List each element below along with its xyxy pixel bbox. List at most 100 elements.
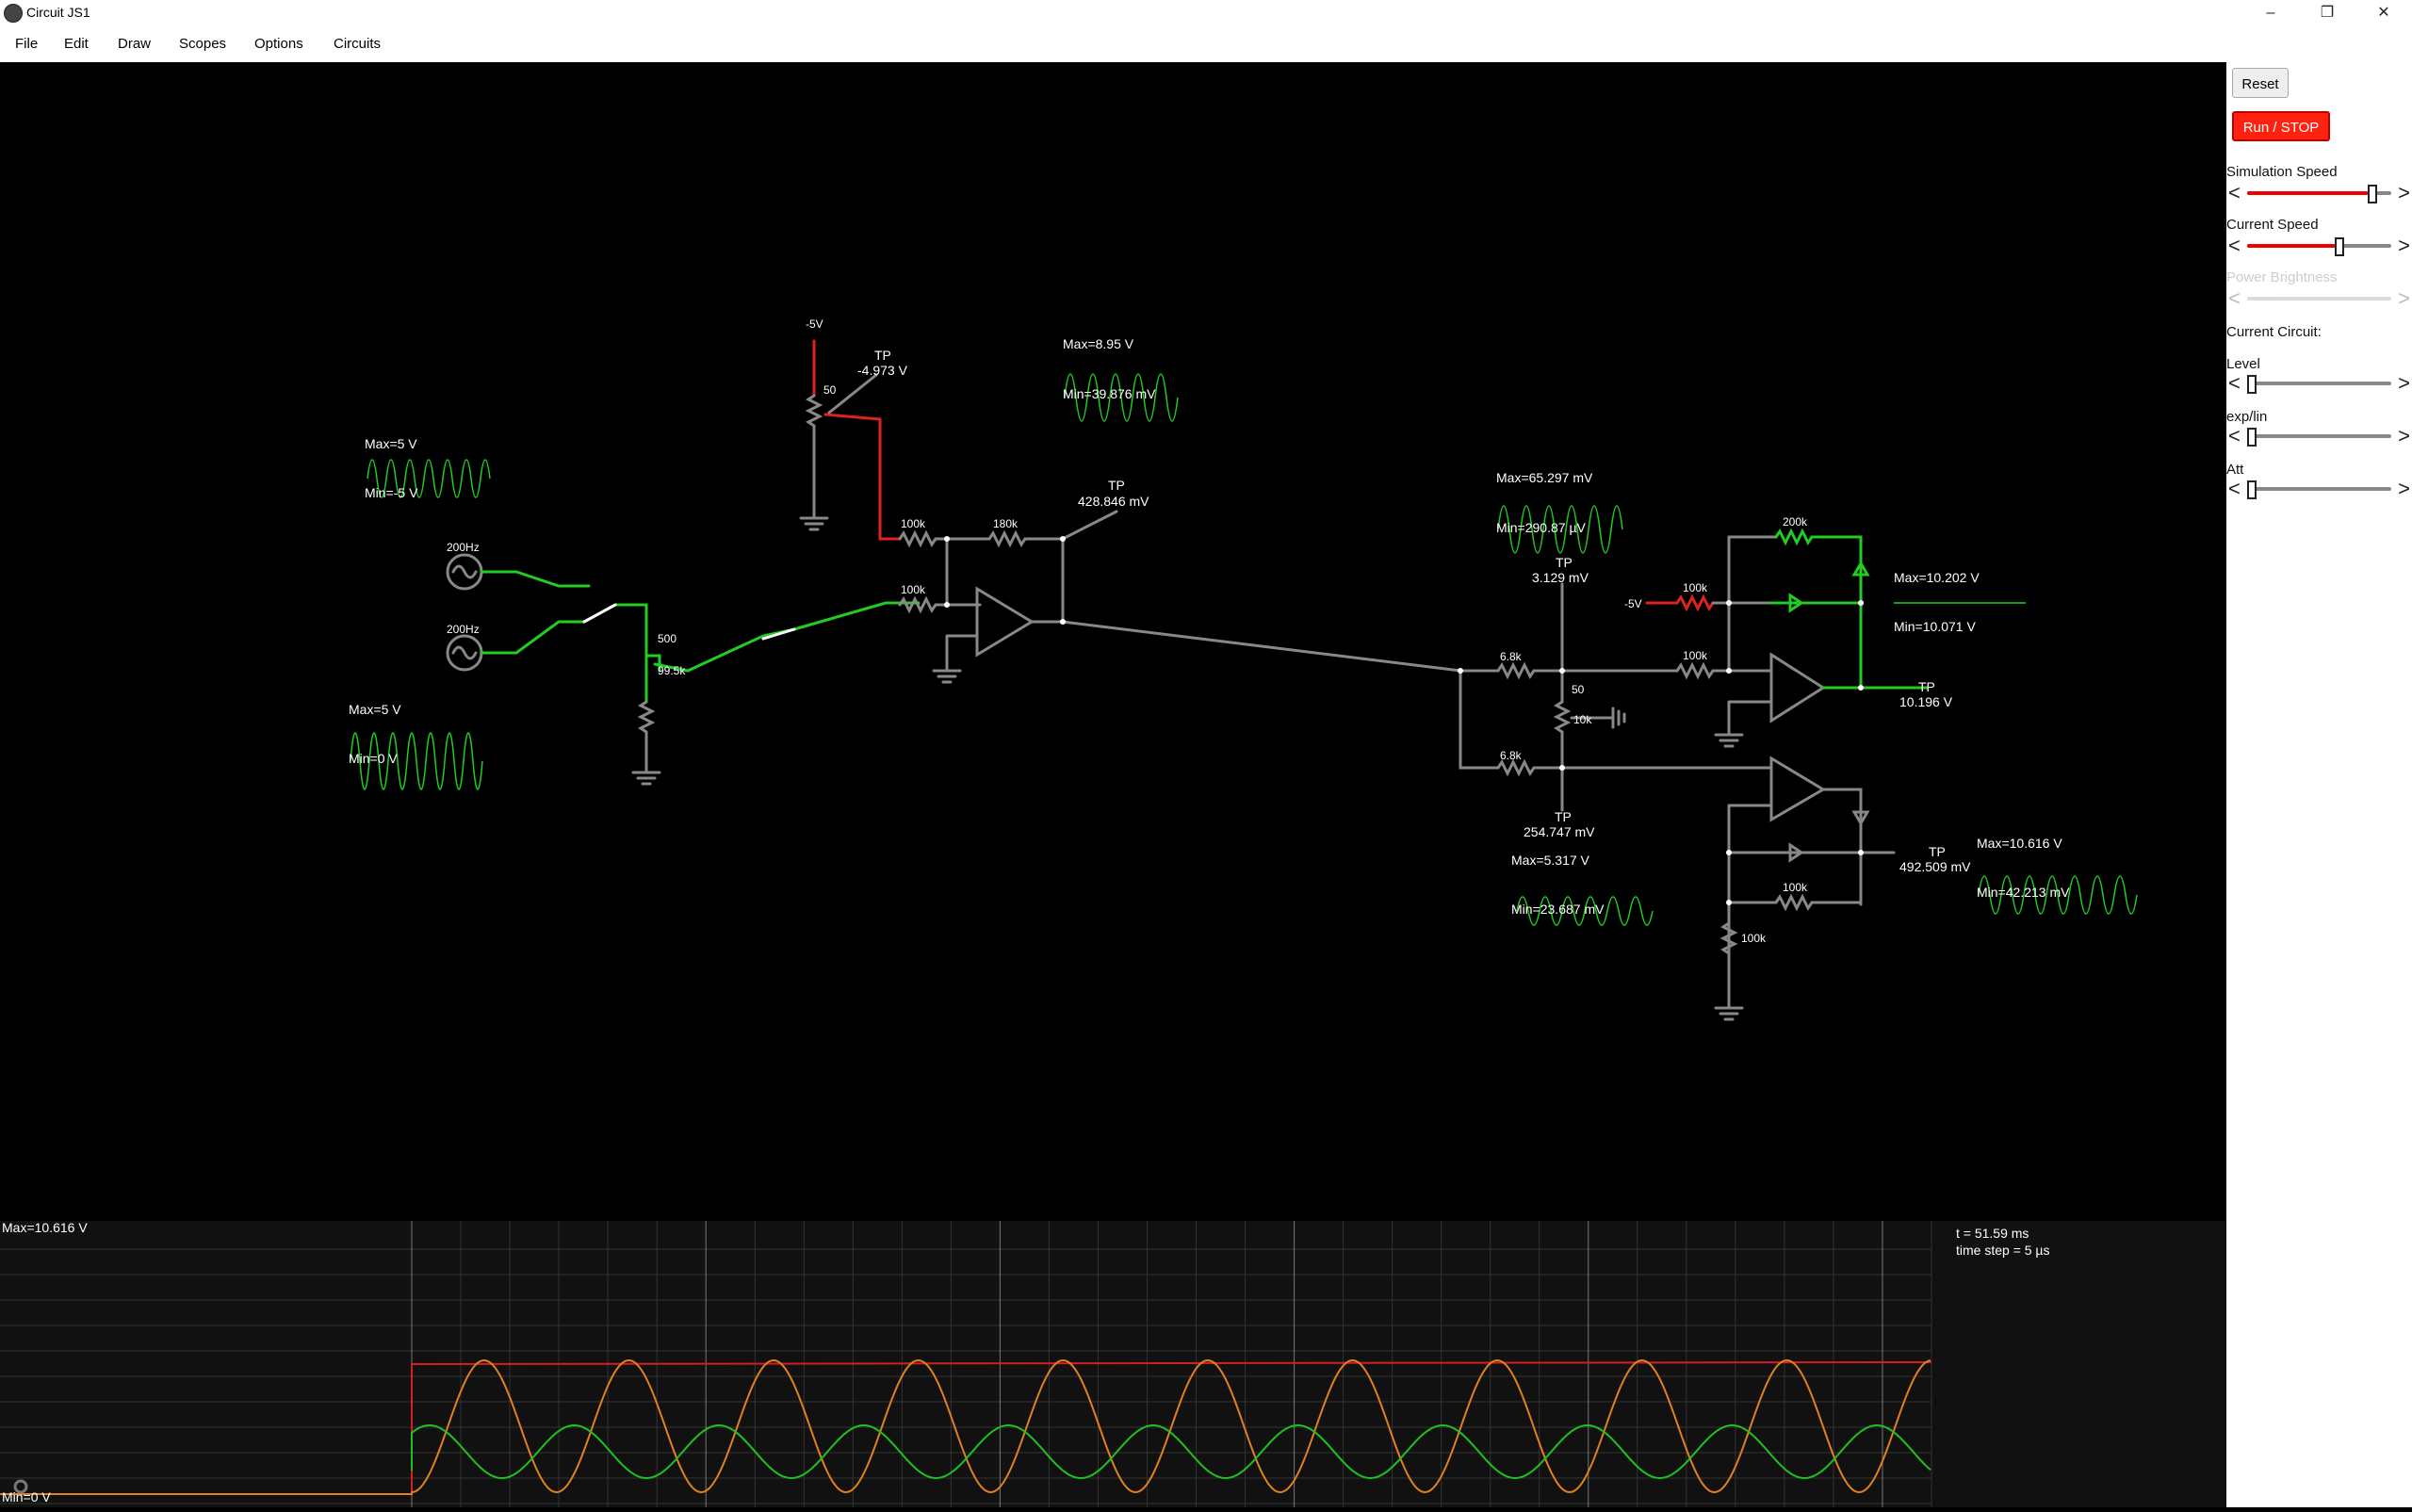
tp1-name: TP xyxy=(874,348,891,363)
resistor-100k-c[interactable] xyxy=(1675,593,1715,612)
diode-2[interactable] xyxy=(1851,561,1870,577)
diode-4[interactable] xyxy=(1788,842,1804,863)
circuit-canvas[interactable]: Max=5 V Min=-5 V Max=5 V Min=0 V 200Hz 2… xyxy=(0,62,2226,1221)
resistor-100k-d[interactable] xyxy=(1675,661,1715,680)
ground-icon xyxy=(932,669,962,684)
tp2-name: TP xyxy=(1108,478,1125,493)
run-stop-button[interactable]: Run / STOP xyxy=(2232,111,2330,141)
switch[interactable] xyxy=(582,603,617,624)
chevron-right-icon[interactable]: > xyxy=(2398,181,2410,204)
chevron-left-icon[interactable]: < xyxy=(2228,234,2241,257)
chevron-right-icon[interactable]: > xyxy=(2398,424,2410,447)
pot1-label: 500 xyxy=(658,632,676,645)
scope-plot[interactable]: Max=10.616 V Min=0 V t = 51.59 ms time s… xyxy=(0,1220,2226,1507)
scope4-max: Max=65.297 mV xyxy=(1496,470,1593,485)
tp3-name: TP xyxy=(1556,555,1573,570)
resistor-100k-e[interactable] xyxy=(1774,893,1814,912)
tp5-name: TP xyxy=(1555,809,1572,824)
r100k-c-label: 100k xyxy=(1683,581,1708,594)
scope-waveform-7 xyxy=(1978,875,2138,915)
menu-scopes[interactable]: Scopes xyxy=(179,36,227,52)
wire-pot1-out xyxy=(653,601,921,673)
resistor-6k8-b[interactable] xyxy=(1496,758,1536,777)
resistor-100k-f[interactable] xyxy=(1719,921,1738,955)
scope7-min: Min=42.213 mV xyxy=(1977,885,2070,900)
scope-waveform-4 xyxy=(1497,505,1623,554)
r100k-a-label: 100k xyxy=(901,517,926,530)
tp5-value: 254.747 mV xyxy=(1524,824,1595,839)
potentiometer-2[interactable] xyxy=(805,394,823,428)
scope-time: t = 51.59 ms xyxy=(1956,1226,2029,1241)
close-button[interactable]: ✕ xyxy=(2377,5,2390,21)
r6k8-b-label: 6.8k xyxy=(1500,749,1523,762)
tp6-name: TP xyxy=(1929,844,1946,859)
current-circuit-label: Current Circuit: xyxy=(2226,324,2322,340)
chevron-right-icon[interactable]: > xyxy=(2398,371,2410,395)
scope6-max: Max=5.317 V xyxy=(1511,853,1590,868)
opamp-1[interactable] xyxy=(975,586,1035,658)
gear-icon[interactable] xyxy=(13,1479,28,1494)
chevron-left-icon[interactable]: < xyxy=(2228,477,2241,500)
current-speed-label: Current Speed xyxy=(2226,217,2319,233)
scope2-min: Min=0 V xyxy=(349,751,398,766)
opamp-2[interactable] xyxy=(1769,652,1826,723)
r100k-b-label: 100k xyxy=(901,583,926,596)
att-label: Att xyxy=(2226,462,2244,478)
resistor-180k[interactable] xyxy=(987,529,1027,548)
reset-button[interactable]: Reset xyxy=(2232,68,2289,98)
r180k-label: 180k xyxy=(993,517,1019,530)
att-slider[interactable]: < > xyxy=(2226,477,2412,500)
scope-panel[interactable]: Max=10.616 V Min=0 V t = 51.59 ms time s… xyxy=(0,1220,2226,1507)
menu-options[interactable]: Options xyxy=(254,36,303,52)
chevron-left-icon[interactable]: < xyxy=(2228,181,2241,204)
scope2-max: Max=5 V xyxy=(349,702,401,717)
side-panel: Reset Run / STOP Simulation Speed < > Cu… xyxy=(2226,62,2412,1507)
resistor-100k-b[interactable] xyxy=(898,595,937,614)
menu-bar: File Edit Draw Scopes Options Circuits xyxy=(0,26,2412,63)
diode-1[interactable] xyxy=(1788,593,1804,613)
wire-junctions xyxy=(944,536,1864,905)
current-speed-slider[interactable]: < > xyxy=(2226,234,2412,257)
scope4-min: Min=290.87 µV xyxy=(1496,520,1587,535)
menu-edit[interactable]: Edit xyxy=(64,36,89,52)
opamp-3[interactable] xyxy=(1769,756,1826,822)
scope1-max: Max=5 V xyxy=(365,436,417,451)
restore-button[interactable]: ❐ xyxy=(2320,5,2335,21)
menu-file[interactable]: File xyxy=(15,36,39,52)
diode-3[interactable] xyxy=(1851,810,1870,826)
resistor-100k-a[interactable] xyxy=(898,529,937,548)
tp1-value: -4.973 V xyxy=(857,363,908,378)
scope-trace-green xyxy=(411,1423,1931,1480)
explin-label: exp/lin xyxy=(2226,409,2268,425)
resistor-200k[interactable] xyxy=(1774,528,1814,546)
circuit-schematic[interactable]: Max=5 V Min=-5 V Max=5 V Min=0 V 200Hz 2… xyxy=(0,62,2226,1221)
explin-slider[interactable]: < > xyxy=(2226,424,2412,447)
minimize-button[interactable]: – xyxy=(2266,5,2275,21)
chevron-left-icon[interactable]: < xyxy=(2228,371,2241,395)
title-bar: Circuit JS1 – ❐ ✕ xyxy=(0,0,2412,26)
menu-circuits[interactable]: Circuits xyxy=(334,36,382,52)
sim-speed-label: Simulation Speed xyxy=(2226,164,2338,180)
ground-icon xyxy=(631,771,661,786)
pot2-label: 50 xyxy=(823,383,837,397)
scope-min: Min=0 V xyxy=(2,1489,51,1504)
ground-icon xyxy=(799,516,829,531)
chevron-right-icon[interactable]: > xyxy=(2398,234,2410,257)
chevron-left-icon: < xyxy=(2228,286,2241,310)
chevron-right-icon[interactable]: > xyxy=(2398,477,2410,500)
chevron-right-icon: > xyxy=(2398,286,2410,310)
tp4-value: 10.196 V xyxy=(1899,694,1953,709)
potentiometer-1[interactable] xyxy=(637,700,656,734)
level-slider[interactable]: < > xyxy=(2226,371,2412,395)
potentiometer-3[interactable] xyxy=(1553,700,1572,734)
r6k8-a-label: 6.8k xyxy=(1500,650,1523,663)
src1-freq: 200Hz xyxy=(447,541,480,554)
menu-draw[interactable]: Draw xyxy=(118,36,152,52)
scope1-min: Min=-5 V xyxy=(365,485,418,500)
level-label: Level xyxy=(2226,356,2260,372)
src2-freq: 200Hz xyxy=(447,623,480,636)
sim-speed-slider[interactable]: < > xyxy=(2226,181,2412,204)
chevron-left-icon[interactable]: < xyxy=(2228,424,2241,447)
resistor-6k8-a[interactable] xyxy=(1496,661,1536,680)
sine-icon xyxy=(451,564,478,579)
